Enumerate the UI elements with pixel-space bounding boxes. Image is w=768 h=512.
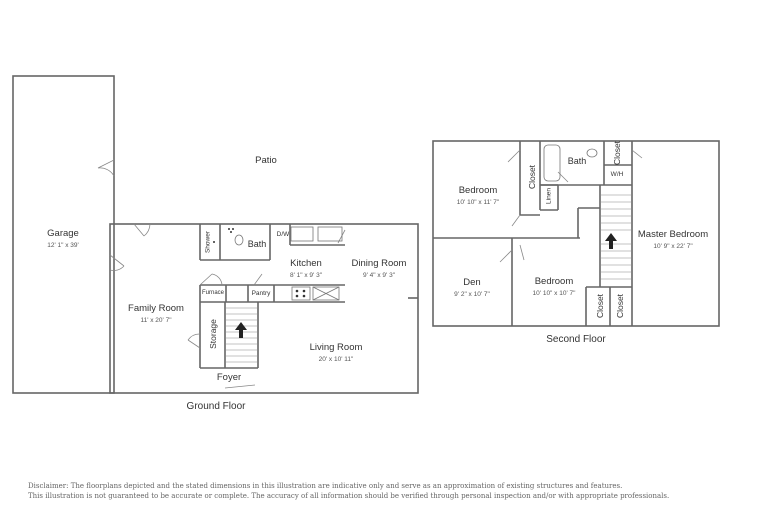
stairs-up-arrow-icon [235,322,247,338]
kitchen-dims: 8' 1" x 9' 3" [289,272,323,280]
patio-label: Patio [255,155,277,166]
ground-floor-walls [109,223,419,394]
bathtub-icon [543,144,561,182]
closet-4-label: Closet [615,293,625,319]
bedroom-1-dims: 10' 10" x 11' 7" [456,199,500,207]
family-room-label: Family Room 11' x 20' 7" [128,298,184,325]
bedroom-1-name: Bedroom [458,185,498,196]
den-label: Den 9' 2" x 10' 7" [454,272,490,299]
bedroom-2-name: Bedroom [534,276,574,287]
den-dims: 9' 2" x 10' 7" [454,291,490,299]
dishwasher-label: D/W [276,231,290,238]
stove-icon [291,286,311,301]
garage-dims: 12' 1" x 39' [47,242,79,250]
closet-3-label: Closet [595,293,605,319]
second-bath-label: Bath [567,156,587,166]
ground-floor-caption: Ground Floor [186,401,246,412]
dining-room-name: Dining Room [351,258,407,269]
sink-icon [312,286,340,301]
master-bedroom-dims: 10' 9" x 22' 7" [653,243,693,251]
kitchen-label: Kitchen 8' 1" x 9' 3" [290,253,322,280]
foyer-label: Foyer [216,372,242,383]
stairs-up-arrow-icon-2 [605,233,617,249]
living-room-dims: 20' x 10' 11" [318,356,354,364]
second-floor-walls [432,140,720,327]
bedroom-2-label: Bedroom 10' 10" x 10' 7" [533,271,576,298]
toilet-icon-2 [586,148,598,158]
bedroom-1-label: Bedroom 10' 10" x 11' 7" [457,180,499,207]
den-name: Den [463,277,481,288]
closet-2-label: Closet [612,140,622,166]
disclaimer-line-2: This illustration is not guaranteed to b… [28,492,670,500]
kitchen-name: Kitchen [290,258,322,269]
master-bedroom-name: Master Bedroom [637,229,709,240]
shower-label: Shower [204,230,212,254]
living-room-name: Living Room [309,342,363,353]
living-room-label: Living Room 20' x 10' 11" [310,337,363,364]
pantry-label: Pantry [251,290,271,297]
dining-room-dims: 9' 4" x 9' 3" [362,272,396,280]
master-bedroom-label: Master Bedroom 10' 9" x 22' 7" [638,224,708,251]
garage-walls [12,75,115,394]
disclaimer-line-1: Disclaimer: The floorplans depicted and … [28,482,623,490]
closet-1-label: Closet [527,164,537,190]
furnace-label: Furnace [201,290,225,296]
second-floor-caption: Second Floor [546,334,606,345]
garage-name: Garage [47,228,79,239]
toilet-icon [234,234,244,246]
family-room-name: Family Room [128,303,184,314]
storage-label: Storage [208,319,218,349]
family-room-dims: 11' x 20' 7" [140,317,172,325]
bedroom-2-dims: 10' 10" x 10' 7" [532,290,576,298]
garage-room-label: Garage 12' 1" x 39' [47,223,79,250]
ground-bath-label: Bath [247,239,267,249]
dining-room-label: Dining Room 9' 4" x 9' 3" [352,253,407,280]
water-heater-label: W/H [610,171,624,178]
linen-label: Linen [545,188,553,204]
